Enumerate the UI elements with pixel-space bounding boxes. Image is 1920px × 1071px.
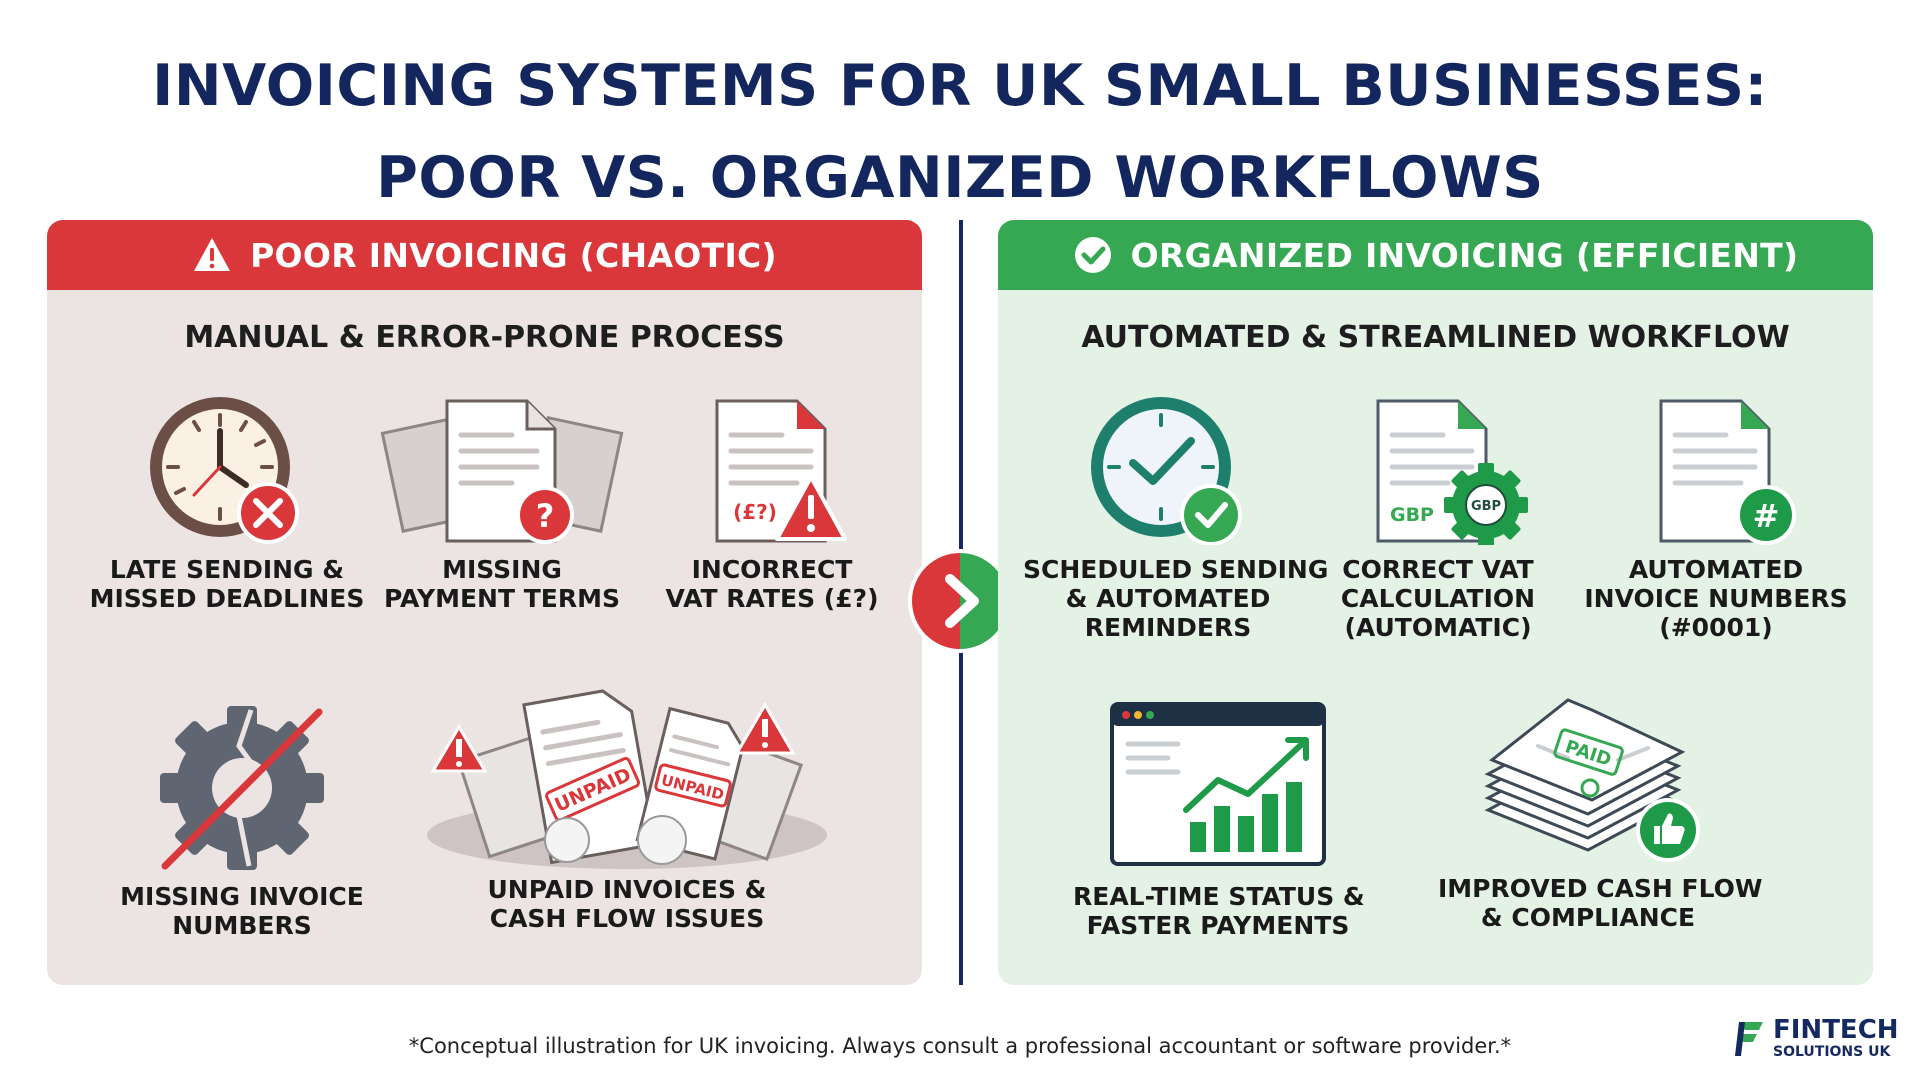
good-item-5-label-line-1: IMPROVED CASH FLOW	[1438, 874, 1763, 903]
vat-icon-text: (£?)	[733, 500, 777, 524]
poor-item-5-label-line-2: CASH FLOW ISSUES	[489, 904, 765, 933]
chevron-right-icon	[908, 549, 1012, 653]
document-gbp-gear-icon: GBP GBP	[1376, 399, 1528, 545]
good-subheading: AUTOMATED & STREAMLINED WORKFLOW	[1081, 320, 1790, 355]
dashboard-chart-icon	[1110, 702, 1326, 866]
good-panel-title: ORGANIZED INVOICING (EFFICIENT)	[1130, 235, 1799, 275]
poor-item-5-label-line-1: UNPAID INVOICES &	[487, 875, 767, 904]
good-item-1-label-line-2: & AUTOMATED	[1065, 584, 1271, 613]
disclaimer-footer: *Conceptual illustration for UK invoicin…	[408, 1034, 1512, 1058]
poor-item-2-label-line-1: MISSING	[442, 555, 562, 584]
good-item-scheduled-sending: SCHEDULED SENDING & AUTOMATED REMINDERS	[1023, 395, 1329, 642]
unpaid-invoices-pile-icon: UNPAID UNPAID	[427, 689, 827, 869]
poor-item-3-label-line-1: INCORRECT	[691, 555, 853, 584]
warning-icon	[194, 238, 231, 271]
logo-line-1: FINTECH	[1773, 1015, 1899, 1045]
poor-item-2-label-line-2: PAYMENT TERMS	[384, 584, 620, 613]
svg-text:?: ?	[536, 497, 555, 535]
gbp-icon-text-2: GBP	[1471, 499, 1501, 514]
page-title: INVOICING SYSTEMS FOR UK SMALL BUSINESSE…	[0, 40, 1920, 224]
good-item-automated-invoice-numbers: # AUTOMATED INVOICE NUMBERS (#0001)	[1576, 395, 1856, 642]
poor-item-missing-payment-terms: ? MISSING PAYMENT TERMS	[357, 395, 647, 613]
poor-item-4-label-line-2: NUMBERS	[172, 911, 312, 940]
good-item-2-label-line-2: CALCULATION	[1340, 584, 1536, 613]
poor-item-1-label-line-2: MISSED DEADLINES	[89, 584, 365, 613]
good-item-improved-cash-flow: PAID IMPROVED CASH FLOW & COMPLIANCE	[1438, 690, 1763, 932]
good-item-2-label-line-1: CORRECT VAT	[1342, 555, 1534, 584]
logo-line-2: SOLUTIONS UK	[1773, 1044, 1891, 1060]
fintech-logo: FINTECH SOLUTIONS UK	[1733, 1016, 1899, 1060]
good-item-correct-vat: GBP GBP CORRECT VAT CALCULATION (AUTOMAT…	[1303, 395, 1573, 642]
good-panel-header: ORGANIZED INVOICING (EFFICIENT)	[998, 220, 1873, 290]
poor-item-incorrect-vat: (£?) INCORRECT VAT RATES (£?)	[637, 395, 907, 613]
good-item-4-label-line-1: REAL-TIME STATUS &	[1073, 882, 1365, 911]
poor-item-3-label-line-2: VAT RATES (£?)	[665, 584, 879, 613]
poor-item-unpaid-invoices: UNPAID UNPAID UNPAID INVOICES & CASH FLO…	[417, 675, 837, 933]
good-item-3-label-line-1: AUTOMATED	[1628, 555, 1804, 584]
poor-item-missing-invoice-numbers: MISSING INVOICE NUMBERS	[107, 698, 377, 940]
document-hash-icon: #	[1659, 399, 1796, 545]
clock-check-icon	[1091, 397, 1242, 545]
paid-invoices-stack-icon: PAID	[1484, 698, 1700, 862]
good-item-2-label-line-3: (AUTOMATIC)	[1344, 613, 1532, 642]
document-vat-warning-icon: (£?)	[715, 399, 847, 543]
good-item-1-label-line-3: REMINDERS	[1084, 613, 1252, 642]
good-item-3-label-line-2: INVOICE NUMBERS	[1584, 584, 1848, 613]
title-line-2: POOR VS. ORGANIZED WORKFLOWS	[376, 145, 1544, 211]
good-item-4-label-line-2: FASTER PAYMENTS	[1086, 911, 1350, 940]
title-line-1: INVOICING SYSTEMS FOR UK SMALL BUSINESSE…	[152, 53, 1768, 119]
broken-gear-icon	[160, 706, 324, 870]
good-item-real-time-status: REAL-TIME STATUS & FASTER PAYMENTS	[1073, 698, 1365, 940]
organized-invoicing-panel: ORGANIZED INVOICING (EFFICIENT) AUTOMATE…	[998, 220, 1873, 985]
documents-question-icon: ?	[380, 399, 624, 544]
good-item-1-label-line-1: SCHEDULED SENDING	[1023, 555, 1329, 584]
poor-item-1-label-line-1: LATE SENDING &	[109, 555, 345, 584]
poor-item-late-sending: LATE SENDING & MISSED DEADLINES	[82, 395, 372, 613]
good-item-3-label-line-3: (#0001)	[1659, 613, 1773, 642]
poor-panel-title: POOR INVOICING (CHAOTIC)	[250, 235, 777, 275]
good-item-5-label-line-2: & COMPLIANCE	[1480, 903, 1696, 932]
gbp-icon-text-1: GBP	[1390, 504, 1434, 526]
poor-panel-header: POOR INVOICING (CHAOTIC)	[47, 220, 922, 290]
clock-x-icon	[150, 397, 299, 544]
poor-subheading: MANUAL & ERROR-PRONE PROCESS	[184, 320, 785, 355]
hash-icon-text: #	[1753, 497, 1780, 535]
fintech-logo-icon	[1735, 1022, 1763, 1056]
poor-item-4-label-line-1: MISSING INVOICE	[120, 882, 364, 911]
poor-invoicing-panel: POOR INVOICING (CHAOTIC) MANUAL & ERROR-…	[47, 220, 922, 985]
check-circle-icon	[1074, 237, 1111, 273]
